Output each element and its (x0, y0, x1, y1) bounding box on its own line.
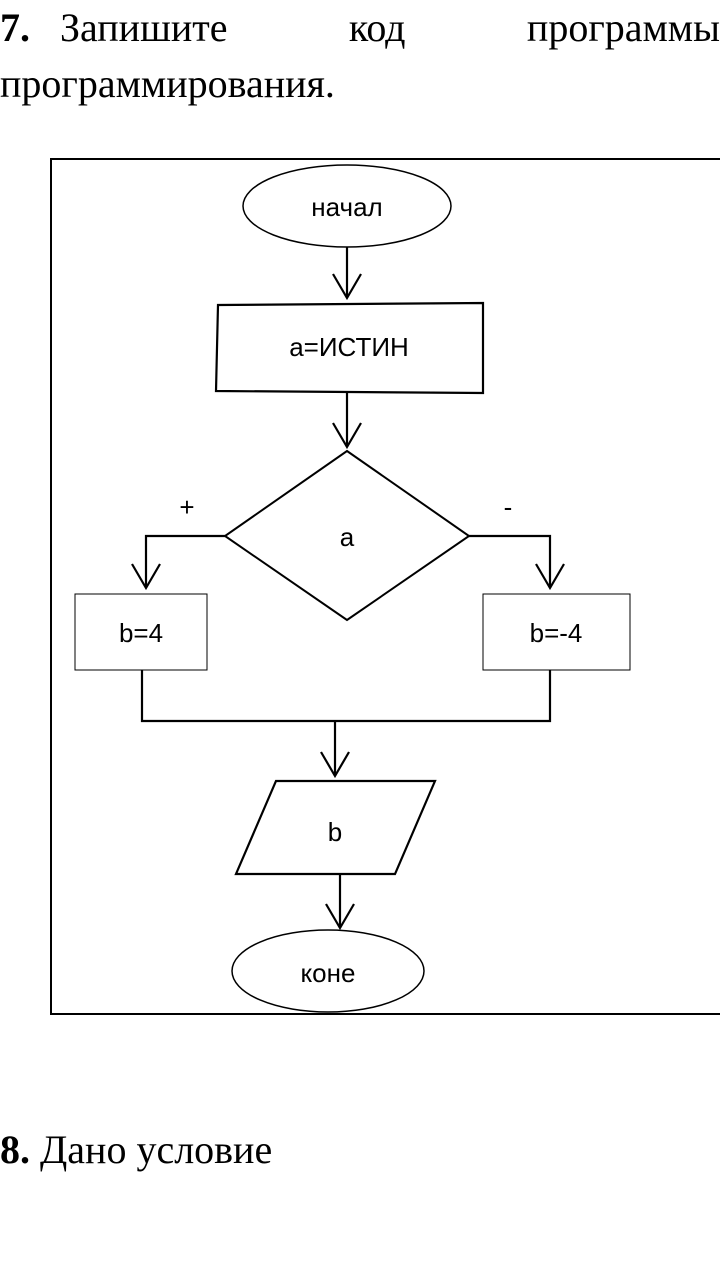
arrow-start-to-assign (332, 247, 362, 301)
task-7-number: 7. (0, 5, 30, 50)
no-branch-connector (469, 534, 565, 591)
task-8-heading: 8. Дано условие (0, 1126, 272, 1174)
flowchart-frame (50, 158, 720, 1015)
task-7-word-1: Запишите (60, 5, 228, 50)
no-branch-label: - (504, 492, 513, 522)
arrow-assign-to-decision (332, 393, 362, 450)
end-terminal-label: коне (301, 958, 356, 988)
yes-action-label: b=4 (119, 618, 163, 648)
yes-branch-label: + (179, 492, 194, 522)
assign-process-label: a=ИСТИН (289, 332, 409, 362)
merge-connector (140, 670, 552, 779)
task-7-word-3: программы (526, 5, 720, 50)
task-8-text: Дано условие (40, 1127, 273, 1172)
no-action-label: b=-4 (530, 618, 583, 648)
task-7-number-and-word-1: 7. Запишите (0, 4, 228, 52)
task-7-heading-line-2: программирования. (0, 61, 335, 106)
no-action-box (482, 593, 631, 671)
task-7-word-2: код (348, 5, 406, 50)
yes-branch-connector (131, 534, 225, 591)
task-8-number: 8. (0, 1127, 30, 1172)
output-parallelogram (234, 779, 437, 876)
output-label: b (328, 817, 342, 847)
decision-label: a (340, 522, 355, 552)
decision-diamond (223, 449, 471, 622)
arrow-output-to-end (325, 874, 355, 931)
end-terminal (231, 929, 425, 1013)
assign-process-box (214, 301, 485, 395)
task-7-heading: 7. Запишите код программы (0, 4, 720, 52)
yes-action-box (74, 593, 208, 671)
start-terminal-label: начал (311, 192, 382, 222)
